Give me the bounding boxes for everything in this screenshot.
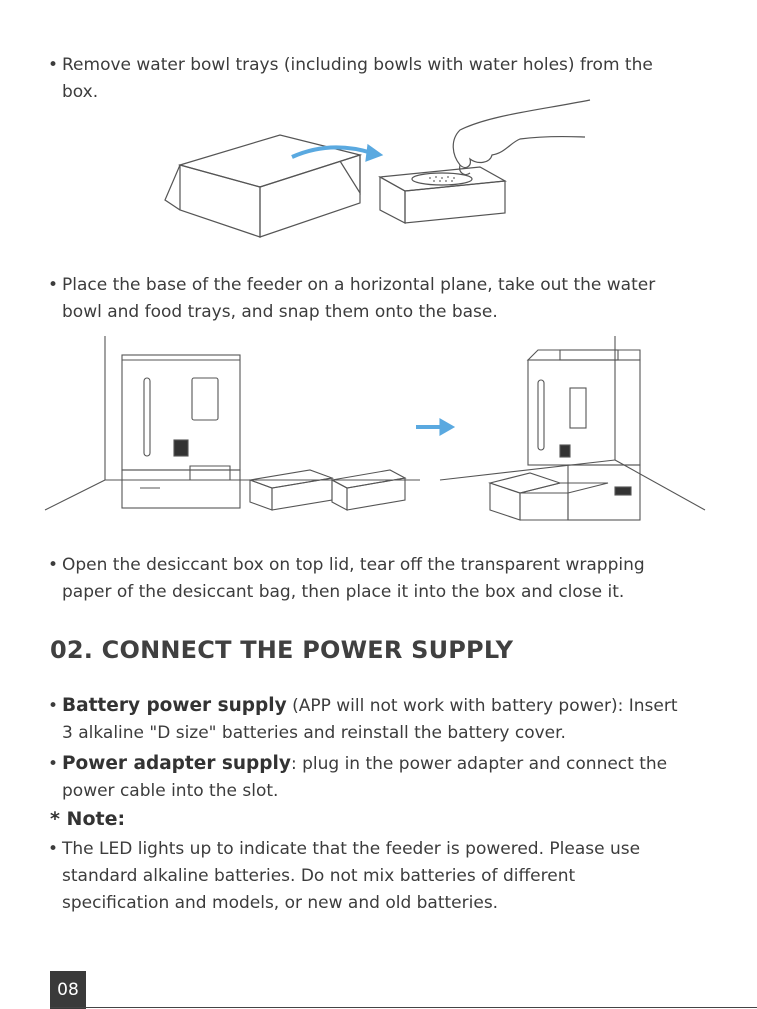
assembled-feeder-lid xyxy=(526,349,641,361)
bullet: • xyxy=(48,839,59,859)
bullet: • xyxy=(48,55,59,75)
note-line: The LED lights up to indicate that the f… xyxy=(62,839,641,859)
assembled-tray-right xyxy=(519,482,609,494)
box-and-tray-removal-illustration xyxy=(164,99,591,238)
section-heading: 02. CONNECT THE POWER SUPPLY xyxy=(50,636,514,664)
arrow-curve-icon xyxy=(291,145,373,159)
power-adapter-label: Power adapter supply xyxy=(62,753,291,774)
instruction-line: box. xyxy=(62,82,99,102)
tray-front-outline xyxy=(379,175,406,224)
note-title: * Note: xyxy=(50,808,126,830)
tray-side-outline xyxy=(404,180,506,224)
assembled-feeder-body xyxy=(527,359,641,466)
note-line: standard alkaline batteries. Do not mix … xyxy=(62,866,576,886)
arrow-head-icon xyxy=(365,143,384,162)
instruction-line: power cable into the slot. xyxy=(62,781,279,801)
instruction-desiccant: •Open the desiccant box on top lid, tear… xyxy=(48,552,728,606)
note-text: •The LED lights up to indicate that the … xyxy=(48,836,728,917)
box-lid-outline xyxy=(177,134,363,188)
instruction-line: Open the desiccant box on top lid, tear … xyxy=(62,555,645,575)
battery-power-label: Battery power supply xyxy=(62,695,287,716)
box-body-outline xyxy=(179,164,261,238)
bullet: • xyxy=(48,754,59,774)
box-side-outline xyxy=(259,154,361,238)
hand-outline xyxy=(452,99,591,169)
instruction-line: : plug in the power adapter and connect … xyxy=(290,754,668,774)
power-button-icon xyxy=(614,486,632,496)
box-flap-right xyxy=(339,155,361,196)
feeder-assembly-illustration xyxy=(44,336,706,521)
page-number: 08 xyxy=(50,971,86,1009)
arrow-right-icon xyxy=(439,418,456,436)
instruction-line: 3 alkaline "D size" batteries and reinst… xyxy=(62,723,566,743)
bullet: • xyxy=(48,275,59,295)
assembled-feeder-button-icon xyxy=(559,444,571,458)
note-line: specification and models, or new and old… xyxy=(62,893,499,913)
tray-holes xyxy=(429,176,455,182)
instruction-line: (APP will not work with battery power): … xyxy=(286,696,678,716)
instruction-line: paper of the desiccant bag, then place i… xyxy=(62,582,625,602)
instruction-line: Place the base of the feeder on a horizo… xyxy=(62,275,656,295)
footer-rule xyxy=(50,1007,757,1008)
feeder-window xyxy=(191,377,219,421)
assembled-feeder-window xyxy=(569,387,587,429)
instruction-remove-trays: •Remove water bowl trays (including bowl… xyxy=(48,52,728,106)
instruction-line: bowl and food trays, and snap them onto … xyxy=(62,302,498,322)
instruction-line: Remove water bowl trays (including bowls… xyxy=(62,55,653,75)
battery-power-instruction: •Battery power supply (APP will not work… xyxy=(48,692,728,747)
box-flap-left xyxy=(164,164,181,211)
bullet: • xyxy=(48,696,59,716)
tray-bowl-outline xyxy=(411,172,473,186)
bullet: • xyxy=(48,555,59,575)
instruction-place-base: •Place the base of the feeder on a horiz… xyxy=(48,272,728,326)
assembled-tray-left xyxy=(488,472,562,494)
feeder-level-strip xyxy=(143,377,151,457)
power-adapter-instruction: •Power adapter supply: plug in the power… xyxy=(48,750,728,805)
feeder-button-icon xyxy=(173,439,189,457)
